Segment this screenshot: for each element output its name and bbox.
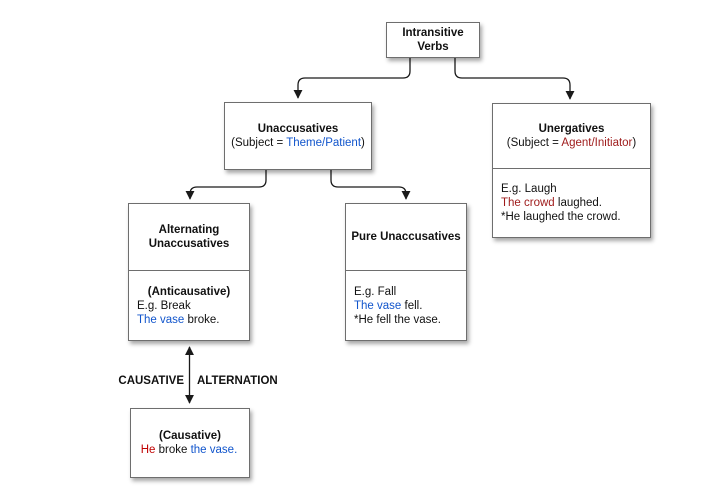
- node-intransitive-verbs: Intransitive Verbs: [386, 22, 480, 58]
- example-line: E.g. Fall: [354, 285, 397, 298]
- node-subtitle: (Subject = Agent/Initiator): [506, 137, 637, 149]
- node-title: Alternating Unaccusatives: [148, 224, 230, 250]
- node-title: Pure Unaccusatives: [351, 231, 461, 243]
- node-subtitle: (Subject = Theme/Patient): [231, 137, 365, 149]
- example-line: *He laughed the crowd.: [501, 211, 621, 223]
- example-line: E.g. Break: [137, 299, 191, 312]
- subtype-label: (Anticausative): [147, 285, 231, 298]
- example-line: The vase broke.: [137, 313, 220, 326]
- node-unergatives: Unergatives (Subject = Agent/Initiator) …: [492, 103, 651, 238]
- subtype-label: (Causative): [159, 430, 221, 442]
- node-title: Intransitive Verbs: [402, 27, 464, 53]
- node-title: Unaccusatives: [257, 123, 339, 135]
- edge-label-alternation: ALTERNATION: [197, 375, 278, 387]
- example-line: *He fell the vase.: [354, 313, 441, 326]
- edge-unaccusatives-to-pure: [330, 170, 411, 200]
- node-alternating-unaccusatives: Alternating Unaccusatives (Anticausative…: [128, 203, 250, 341]
- node-unaccusatives: Unaccusatives (Subject = Theme/Patient): [224, 102, 372, 170]
- edge-root-to-unergatives: [454, 58, 575, 100]
- node-pure-unaccusatives: Pure Unaccusatives E.g. Fall The vase fe…: [345, 203, 467, 341]
- example-line: He broke the vase.: [140, 444, 238, 456]
- node-causative: (Causative) He broke the vase.: [130, 408, 250, 478]
- edge-label-causative: CAUSATIVE: [118, 375, 184, 387]
- example-line: The vase fell.: [354, 299, 423, 312]
- node-title: Unergatives: [538, 123, 605, 135]
- example-line: E.g. Laugh: [501, 183, 557, 195]
- example-line: The crowd laughed.: [501, 197, 603, 209]
- edge-root-to-unaccusatives: [293, 58, 411, 99]
- edge-unaccusatives-to-alternating: [185, 170, 267, 200]
